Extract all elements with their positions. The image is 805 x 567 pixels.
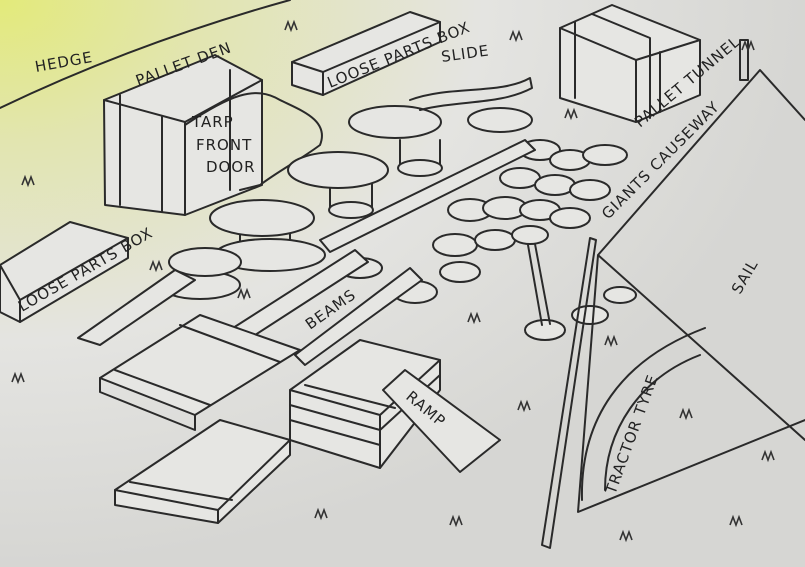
support-post (527, 243, 551, 326)
grass-tufts (11, 19, 775, 543)
svg-text:DOOR: DOOR (206, 158, 256, 176)
slide-shape (409, 77, 533, 111)
svg-text:FRONT: FRONT (196, 136, 252, 154)
stepping-stumps (159, 105, 443, 300)
svg-text:TARP: TARP (191, 113, 234, 131)
tarp-front-door-label: TARP FRONT DOOR (191, 113, 256, 176)
sail: SAIL (541, 39, 805, 549)
plank (77, 269, 196, 346)
pallet-tunnel (559, 4, 701, 123)
hedge-outline (0, 0, 291, 109)
tarp-outline (184, 92, 323, 191)
long-beam (319, 139, 536, 253)
